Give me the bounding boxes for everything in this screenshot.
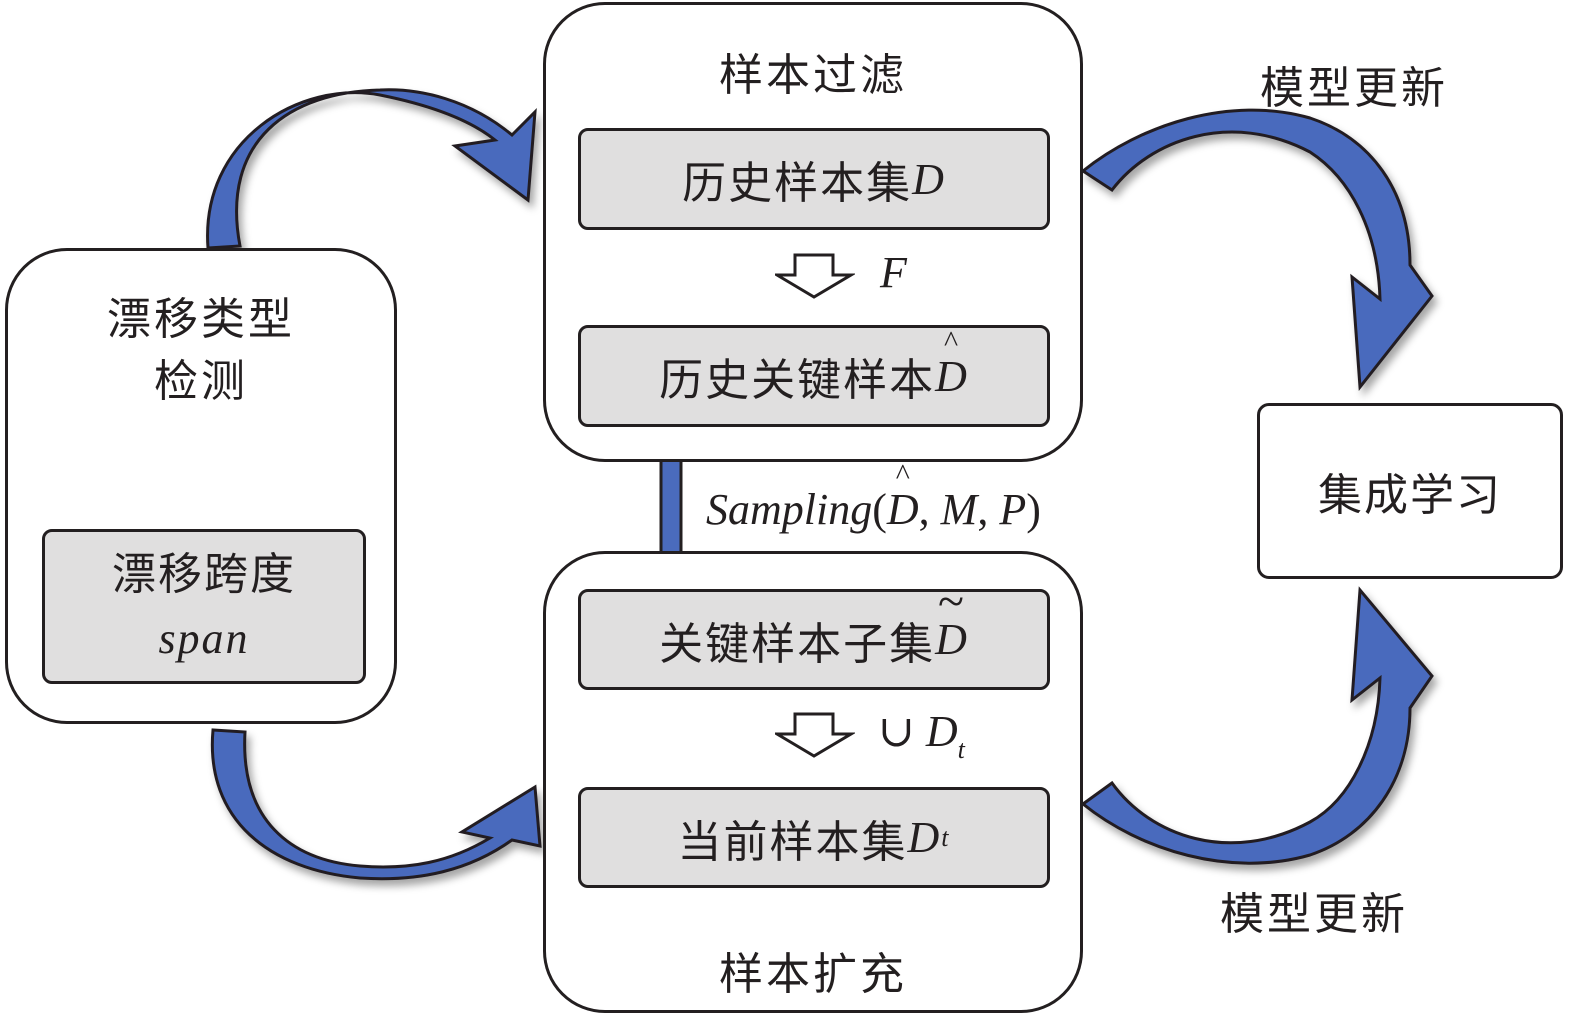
hat-accent: ^ bbox=[895, 458, 910, 491]
hollow-down-arrow-filter bbox=[775, 253, 855, 299]
key-sample-subset-symbol: ~D bbox=[935, 575, 969, 665]
curved-arrow-expand-to-ensemble bbox=[1080, 586, 1434, 865]
key-sample-subset-letter: D bbox=[935, 615, 969, 664]
tilde-accent: ~ bbox=[938, 575, 966, 628]
model-update-label-top: 模型更新 bbox=[1260, 63, 1448, 114]
current-sample-set-text: 当前样本集 bbox=[677, 816, 908, 868]
sample-filter-title: 样本过滤 bbox=[719, 50, 907, 101]
union-operator-label: ∪ Dt bbox=[878, 706, 965, 765]
ensemble-learning-text: 集成学习 bbox=[1318, 470, 1502, 521]
current-sample-set-letter: D bbox=[907, 813, 942, 862]
curved-arrow-detect-to-expand bbox=[210, 728, 542, 881]
union-operand-letter: D bbox=[925, 707, 958, 756]
drift-detection-title-line2: 检测 bbox=[154, 356, 248, 407]
ensemble-learning-box: 集成学习 bbox=[1257, 403, 1563, 579]
history-key-sample-letter: D bbox=[935, 351, 969, 401]
current-sample-set-subscript: t bbox=[941, 822, 951, 852]
sampling-arg2: M bbox=[940, 485, 978, 534]
hollow-down-arrow-union bbox=[775, 712, 855, 758]
sampling-func-name: Sampling bbox=[706, 485, 873, 534]
history-sample-set-symbol: D bbox=[912, 154, 946, 204]
model-update-label-bottom: 模型更新 bbox=[1220, 889, 1408, 940]
history-sample-set-text: 历史样本集 bbox=[682, 158, 913, 209]
sampling-arg1-letter: D bbox=[886, 485, 919, 534]
history-key-sample-text: 历史关键样本 bbox=[659, 355, 936, 406]
drift-detection-title-line1: 漂移类型 bbox=[107, 294, 295, 345]
filter-function-symbol: F bbox=[880, 248, 907, 297]
union-symbol: ∪ bbox=[878, 707, 915, 756]
history-key-sample-box: 历史关键样本^D bbox=[578, 325, 1050, 427]
drift-span-box: 漂移跨度 span bbox=[42, 529, 366, 684]
sampling-sep2: , bbox=[977, 485, 1000, 534]
drift-span-symbol: span bbox=[158, 613, 250, 663]
drift-detection-group: 漂移类型 检测 漂移跨度 span bbox=[5, 248, 397, 724]
key-sample-subset-text: 关键样本子集 bbox=[659, 618, 936, 670]
curved-arrow-filter-to-ensemble bbox=[1080, 108, 1434, 391]
drift-span-label: 漂移跨度 bbox=[112, 548, 296, 600]
sampling-close-paren: ) bbox=[1026, 485, 1041, 534]
curved-arrow-detect-to-filter bbox=[206, 88, 537, 250]
sampling-open-paren: ( bbox=[872, 485, 887, 534]
sampling-sep1: , bbox=[918, 485, 941, 534]
union-operand-subscript: t bbox=[957, 735, 965, 764]
sampling-arg1: ^D bbox=[886, 458, 919, 535]
drift-detection-title: 漂移类型 检测 bbox=[8, 289, 394, 413]
sampling-arg3: P bbox=[999, 485, 1027, 534]
key-sample-subset-box: 关键样本子集~D bbox=[578, 575, 1050, 690]
sample-expand-title: 样本扩充 bbox=[719, 949, 907, 1000]
sampling-function-label: Sampling(^D, M, P) bbox=[706, 458, 1041, 535]
history-key-sample-symbol: ^D bbox=[935, 325, 969, 402]
hat-accent: ^ bbox=[943, 324, 961, 358]
